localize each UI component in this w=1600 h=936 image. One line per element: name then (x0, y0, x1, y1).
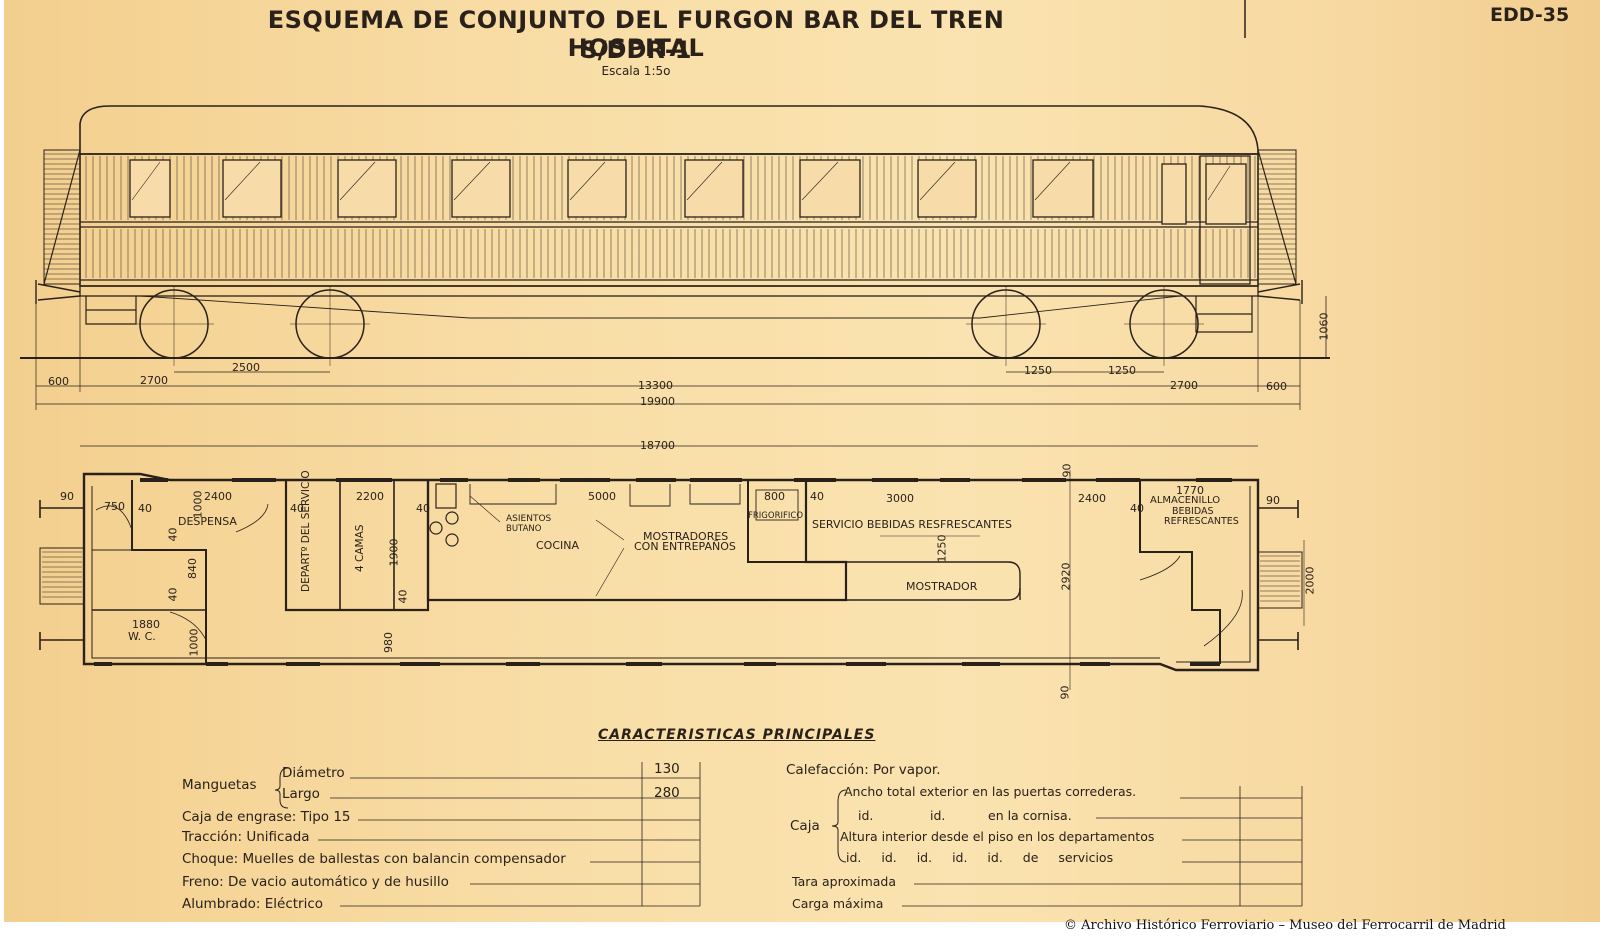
floor-plan (39, 445, 1305, 690)
spec-manguetas: Manguetas (182, 777, 257, 793)
spec-alumbrado: Alumbrado: Eléctrico (182, 896, 324, 912)
dim-40-f: 40 (166, 527, 180, 542)
dim-1880: 1880 (132, 618, 160, 631)
room-frigorifico: FRIGORIFICO (748, 511, 804, 521)
dim-40-h: 40 (396, 589, 410, 604)
dim-1000-b: 1000 (187, 628, 201, 657)
spec-largo: Largo (282, 786, 320, 802)
room-wc: W. C. (128, 630, 156, 643)
dim-2500: 2500 (232, 361, 260, 374)
dim-1250-a: 1250 (1024, 364, 1052, 377)
room-cocina: COCINA (536, 539, 580, 552)
side-elevation (20, 105, 1330, 410)
copyright-notice: © Archivo Histórico Ferroviario – Museo … (1064, 918, 1506, 933)
spec-caja-engrase: Caja de engrase: Tipo 15 (182, 809, 351, 825)
spec-caja-altura: Altura interior desde el piso en los dep… (840, 829, 1155, 844)
label-entrepanos: CON ENTREPAÑOS (634, 540, 736, 553)
spec-tara: Tara aproximada (792, 874, 897, 889)
spec-carga: Carga máxima (792, 896, 884, 911)
dim-90-tr: 90 (1266, 494, 1280, 507)
dim-1770: 1770 (1176, 484, 1204, 497)
dim-90-tl: 90 (60, 490, 74, 503)
specs-heading: CARACTERISTICAS PRINCIPALES (598, 727, 876, 743)
spec-calefaccion: Calefacción: Por vapor. (786, 762, 941, 778)
dim-2700-right: 2700 (1170, 379, 1198, 392)
drawing-title: ESQUEMA DE CONJUNTO DEL FURGON BAR DEL T… (267, 6, 1005, 62)
dim-40-e: 40 (1130, 502, 1144, 515)
dim-40-b: 40 (290, 502, 304, 515)
dim-90-bottom: 90 (1058, 685, 1072, 700)
dim-2200: 2200 (356, 490, 384, 503)
dim-1250-b: 1250 (1108, 364, 1136, 377)
drawing-code: EDD-35 (1490, 4, 1570, 26)
dim-19900: 19900 (640, 395, 675, 408)
dim-600-left: 600 (48, 375, 69, 388)
dim-90-top: 90 (1060, 463, 1074, 478)
dim-2400-a: 2400 (204, 490, 232, 503)
drawing-scale: Escala 1:5o (601, 64, 671, 78)
dim-2000: 2000 (1303, 566, 1317, 595)
dim-1900: 1900 (387, 538, 401, 567)
drawing-subtitle: S/DDR-1 (580, 36, 692, 64)
spec-caja-servicios: id. id. id. id. id. de servicios (846, 850, 1114, 865)
dim-1250: 1250 (935, 534, 949, 563)
label-asientos: ASIENTOS (506, 514, 552, 524)
dim-2700-left: 2700 (140, 374, 168, 387)
spec-diametro: Diámetro (282, 765, 345, 781)
spec-choque: Choque: Muelles de ballestas con balanci… (182, 851, 566, 867)
room-despensa: DESPENSA (178, 515, 237, 528)
dim-750: 750 (104, 500, 125, 513)
dim-2400-b: 2400 (1078, 492, 1106, 505)
spec-table-lines (274, 762, 1303, 907)
spec-caja: Caja (790, 818, 820, 834)
label-mostrador: MOSTRADOR (906, 580, 978, 593)
dim-40-a: 40 (138, 502, 152, 515)
spec-diametro-value: 130 (654, 761, 680, 777)
spec-caja-cornisa: en la cornisa. (988, 808, 1072, 823)
room-departamento: DEPARTº DEL SERVICIO (300, 470, 312, 592)
dim-40-c: 40 (416, 502, 430, 515)
dim-800: 800 (764, 490, 785, 503)
dim-18700: 18700 (640, 439, 675, 452)
dim-13300: 13300 (638, 379, 673, 392)
dim-2920: 2920 (1059, 562, 1073, 591)
room-servicio-bebidas: SERVICIO BEBIDAS RESFRESCANTES (812, 518, 1012, 531)
spec-caja-ancho: Ancho total exterior en las puertas corr… (844, 784, 1137, 799)
spec-traccion: Tracción: Unificada (182, 829, 310, 845)
dim-40-d: 40 (810, 490, 824, 503)
dim-1060: 1060 (1317, 312, 1331, 341)
spec-caja-id-1: id. (858, 808, 874, 823)
spec-caja-id-2: id. (930, 808, 946, 823)
label-refrescantes: REFRESCANTES (1164, 516, 1239, 527)
dim-840: 840 (186, 558, 199, 579)
dim-40-g: 40 (166, 587, 180, 602)
label-bebidas: BEBIDAS (1172, 506, 1214, 517)
spec-freno: Freno: De vacio automático y de husillo (182, 874, 449, 890)
spec-largo-value: 280 (654, 785, 680, 801)
room-camas: 4 CAMAS (354, 524, 366, 572)
room-almacenillo: ALMACENILLO (1150, 495, 1221, 506)
dim-5000: 5000 (588, 490, 616, 503)
title-block-line (1244, 0, 1246, 38)
label-mostradores: MOSTRADORES (643, 530, 729, 543)
label-butano: BUTANO (506, 524, 542, 534)
dim-3000: 3000 (886, 492, 914, 505)
dim-980: 980 (382, 632, 395, 653)
dim-600-right: 600 (1266, 380, 1287, 393)
